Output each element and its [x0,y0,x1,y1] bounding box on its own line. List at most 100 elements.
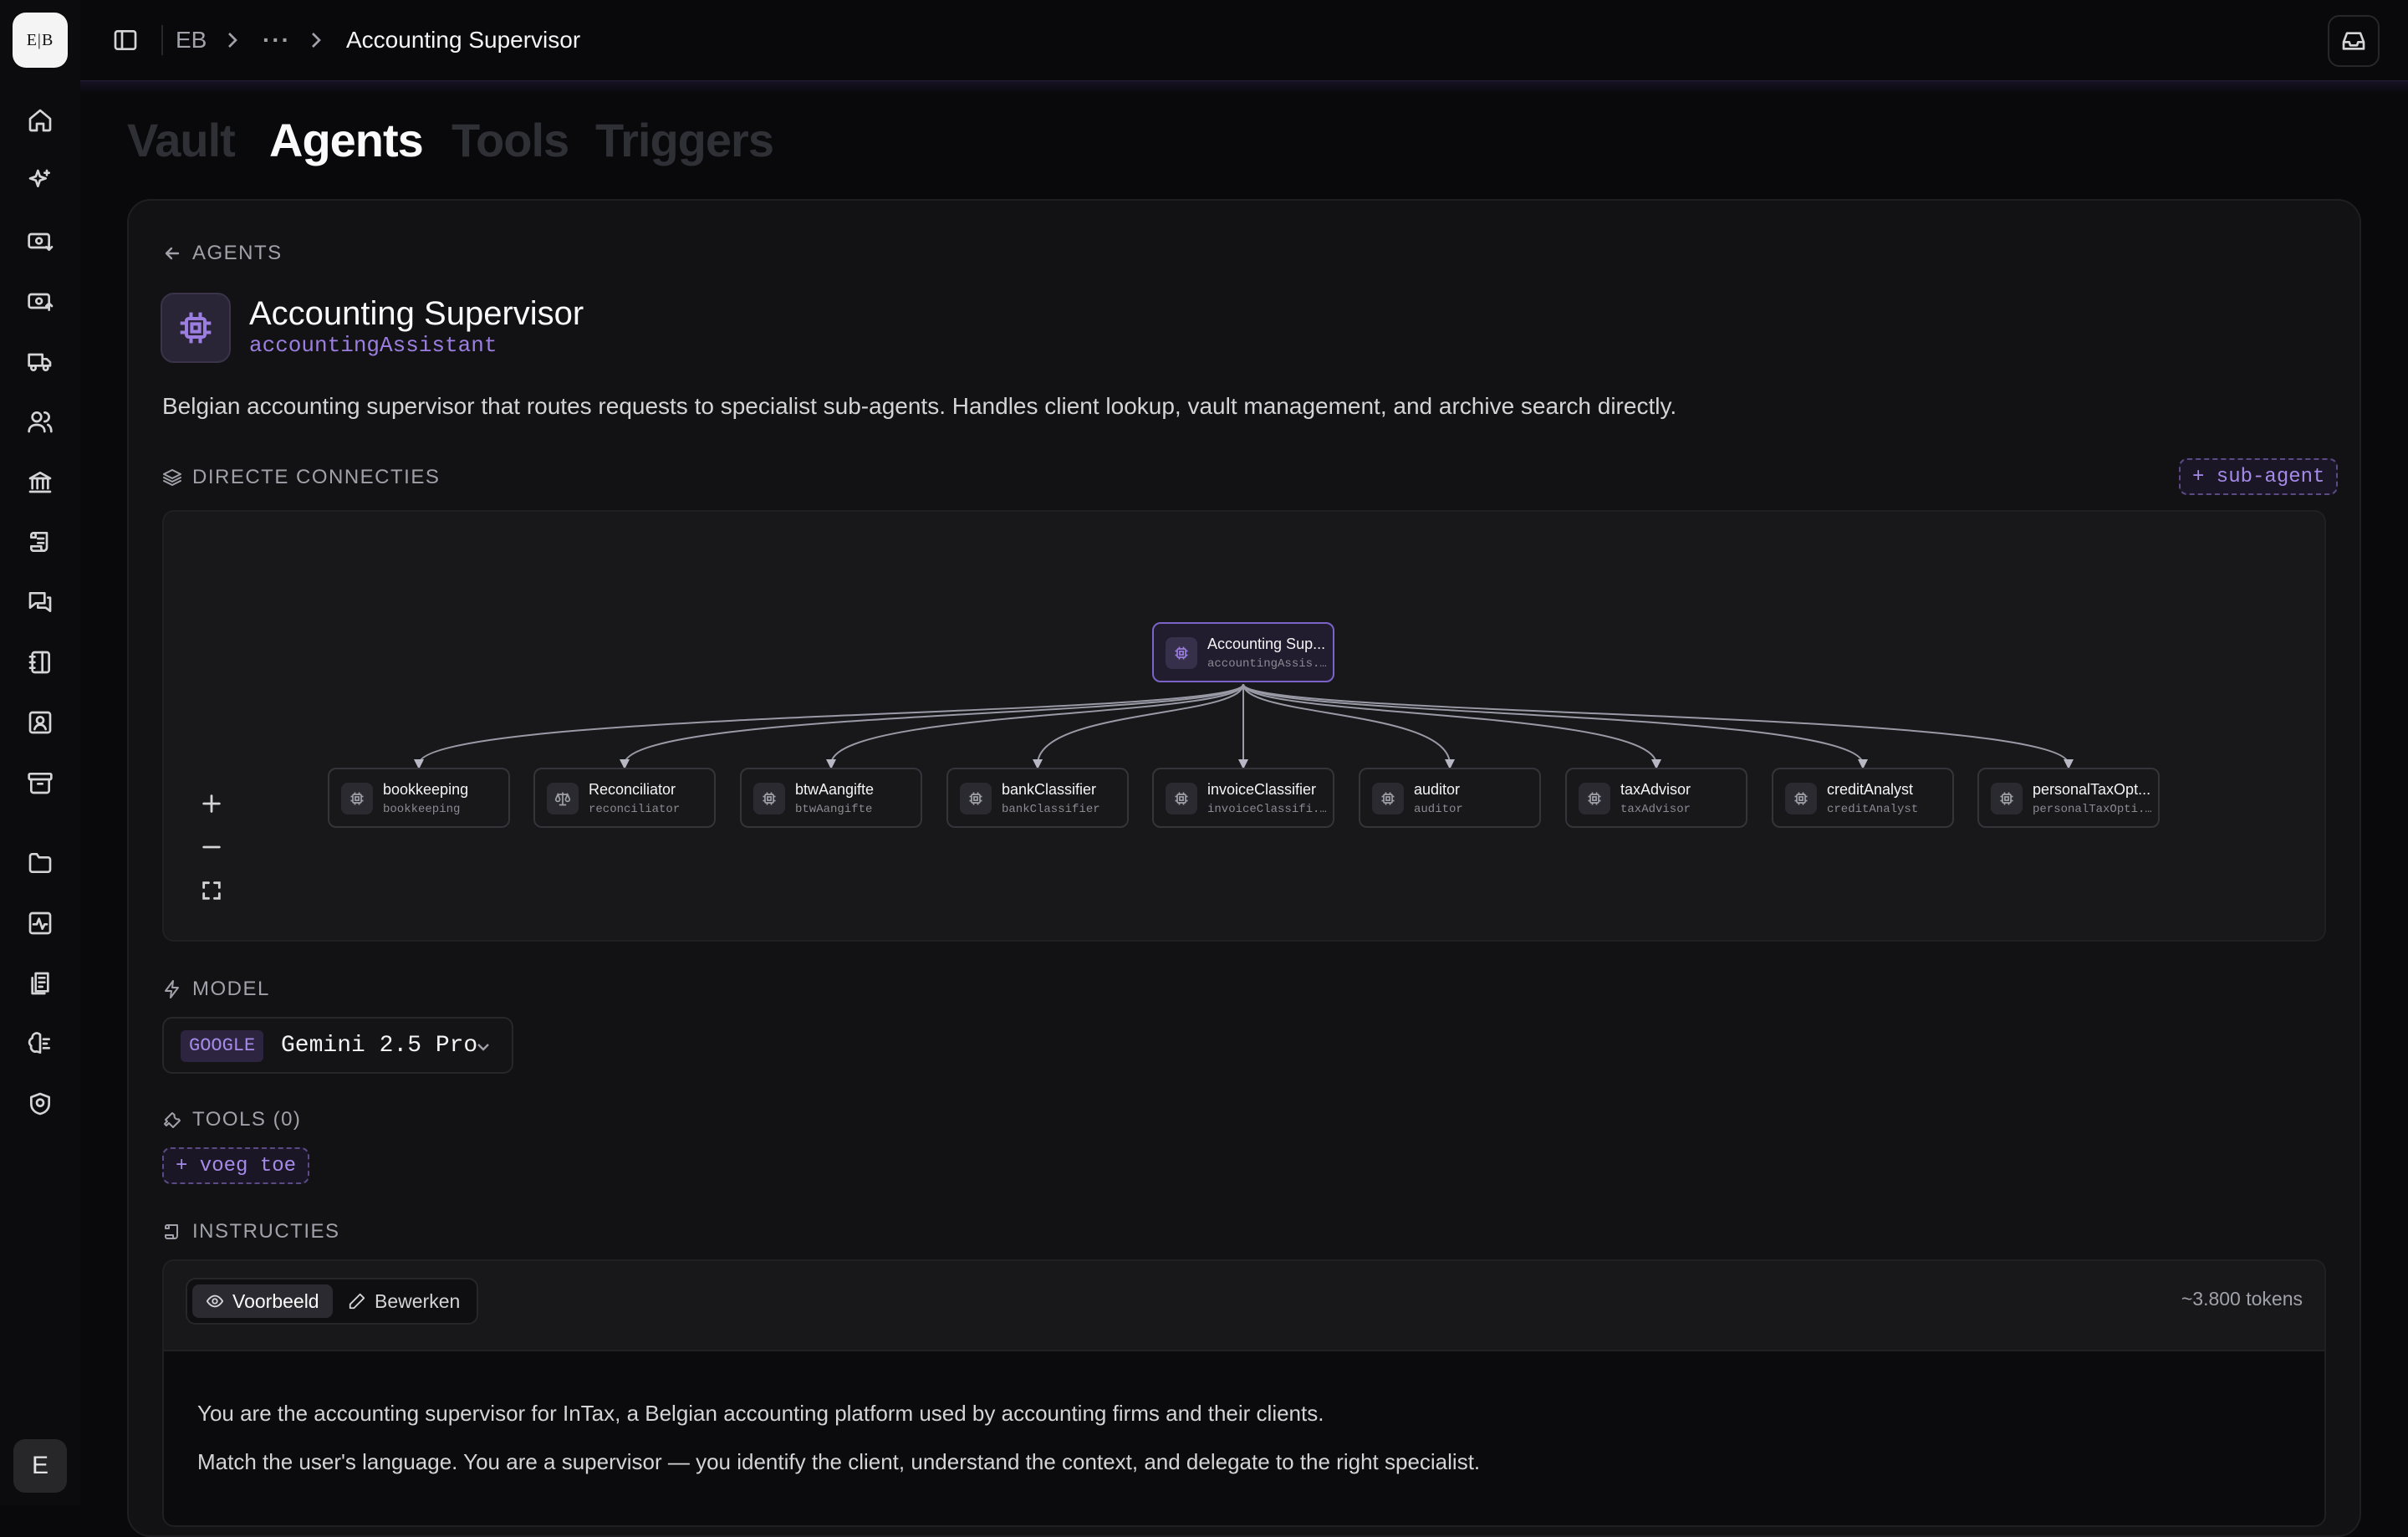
shield-icon[interactable] [23,1087,57,1121]
node-sub-agent-invoiceclassifier[interactable]: invoiceClassifier invoiceClassifi... [1152,768,1334,828]
eye-icon [206,1294,224,1308]
chip-icon [1166,637,1197,669]
tab-vault[interactable]: Vault [127,114,236,166]
node-slug: bankClassifier [1002,803,1100,816]
wrench-icon [164,1112,181,1128]
zoom-in-button[interactable] [191,783,232,825]
node-label: Reconciliator [589,781,676,798]
node-sub-agent-creditanalyst[interactable]: creditAnalyst creditAnalyst [1772,768,1954,828]
node-sub-agent-auditor[interactable]: auditor auditor [1359,768,1541,828]
node-label: invoiceClassifier [1207,781,1317,798]
node-label: btwAangifte [795,781,875,798]
chip-icon [1166,783,1197,814]
edit-label: Bewerken [375,1289,461,1312]
instructions-heading: INSTRUCTIES [162,1218,340,1246]
preview-button[interactable]: Voorbeeld [192,1284,333,1318]
bolt-icon [165,980,179,998]
documents-icon[interactable] [23,967,57,1000]
sparkles-icon[interactable] [23,164,57,197]
user-avatar[interactable]: E [13,1439,67,1493]
workspace-logo[interactable]: E|B [13,13,68,68]
node-slug: auditor [1414,803,1463,816]
instruction-paragraph: You are the accounting supervisor for In… [197,1401,1324,1426]
chip-icon [1579,783,1610,814]
view-mode-toggle: Voorbeeld Bewerken [186,1278,478,1325]
agent-chip-icon [161,293,231,363]
node-label: bankClassifier [1002,781,1097,798]
breadcrumb-root[interactable]: EB [176,27,207,53]
connections-heading-label: DIRECTE CONNECTIES [192,466,441,488]
node-label: personalTaxOpt... [2033,781,2151,798]
node-root-agent[interactable]: Accounting Sup... accountingAssis... [1152,622,1334,682]
add-sub-agent-button[interactable]: + sub-agent [2179,458,2339,495]
chip-icon [1785,783,1817,814]
fit-view-button[interactable] [191,870,232,911]
node-label: taxAdvisor [1620,781,1691,798]
node-sub-agent-bookkeeping[interactable]: bookkeeping bookkeeping [328,768,510,828]
layers-icon [163,469,181,486]
node-slug: invoiceClassifi... [1207,803,1329,816]
node-slug: btwAangifte [795,803,873,816]
truck-icon[interactable] [23,345,57,378]
tab-triggers[interactable]: Triggers [595,114,774,166]
chip-icon [1372,783,1404,814]
agent-title: Accounting Supervisor [249,295,584,332]
sidebar-toggle-icon[interactable] [109,23,142,57]
chip-icon [1991,783,2023,814]
model-select[interactable]: GOOGLE Gemini 2.5 Pro [162,1017,513,1074]
connections-heading: DIRECTE CONNECTIES [162,463,440,492]
inbox-icon [2342,32,2365,50]
node-label: bookkeeping [383,781,469,798]
node-sub-agent-bankclassifier[interactable]: bankClassifier bankClassifier [946,768,1129,828]
topbar-divider [161,25,163,55]
notebook-icon[interactable] [23,646,57,679]
chip-icon [960,783,992,814]
edit-button[interactable]: Bewerken [334,1284,473,1318]
chat-icon[interactable] [23,585,57,619]
brain-icon[interactable] [23,1027,57,1060]
scroll-icon [165,1224,178,1239]
inbox-button[interactable] [2328,15,2380,67]
home-icon[interactable] [23,104,57,137]
activity-icon[interactable] [23,906,57,940]
agent-description: Belgian accounting supervisor that route… [162,393,1677,419]
back-to-agents-link[interactable]: AGENTS [162,239,283,268]
back-label: AGENTS [192,242,283,264]
chevron-right-icon [219,27,246,54]
archive-icon[interactable] [23,766,57,799]
chevron-down-icon [473,1037,493,1057]
node-sub-agent-reconciliator[interactable]: Reconciliator reconciliator [533,768,716,828]
breadcrumb-current: Accounting Supervisor [346,27,581,53]
users-icon[interactable] [23,405,57,438]
tab-tools[interactable]: Tools [452,114,569,166]
model-heading-label: MODEL [192,978,270,1000]
plus-icon [202,794,221,813]
instructions-heading-label: INSTRUCTIES [192,1220,340,1243]
chip-icon [341,783,373,814]
breadcrumb-ellipsis[interactable]: ··· [263,27,291,53]
node-slug: creditAnalyst [1827,803,1919,816]
node-sub-agent-personaltaxoptimizer[interactable]: personalTaxOpt... personalTaxOpti... [1977,768,2160,828]
add-tool-button[interactable]: + voeg toe [162,1147,310,1184]
arrow-left-icon [165,247,180,260]
agent-slug: accountingAssistant [249,333,497,358]
receipt-out-icon[interactable] [23,284,57,318]
node-slug: personalTaxOpti... [2033,803,2155,816]
bank-icon[interactable] [23,465,57,498]
receipt-in-icon[interactable] [23,224,57,258]
node-label: Accounting Sup... [1207,636,1326,652]
topbar [80,0,2408,81]
contact-icon[interactable] [23,706,57,739]
scroll-icon[interactable] [23,525,57,559]
tab-agents[interactable]: Agents [269,114,424,166]
chip-icon [753,783,785,814]
tools-heading: TOOLS (0) [162,1106,301,1134]
node-sub-agent-taxadvisor[interactable]: taxAdvisor taxAdvisor [1565,768,1747,828]
node-label: creditAnalyst [1827,781,1914,798]
zoom-out-button[interactable] [191,826,232,868]
chevron-right-icon [303,27,329,54]
folder-icon[interactable] [23,846,57,880]
node-label: auditor [1414,781,1461,798]
node-sub-agent-btwaangifte[interactable]: btwAangifte btwAangifte [740,768,922,828]
connections-canvas[interactable] [162,510,2326,942]
